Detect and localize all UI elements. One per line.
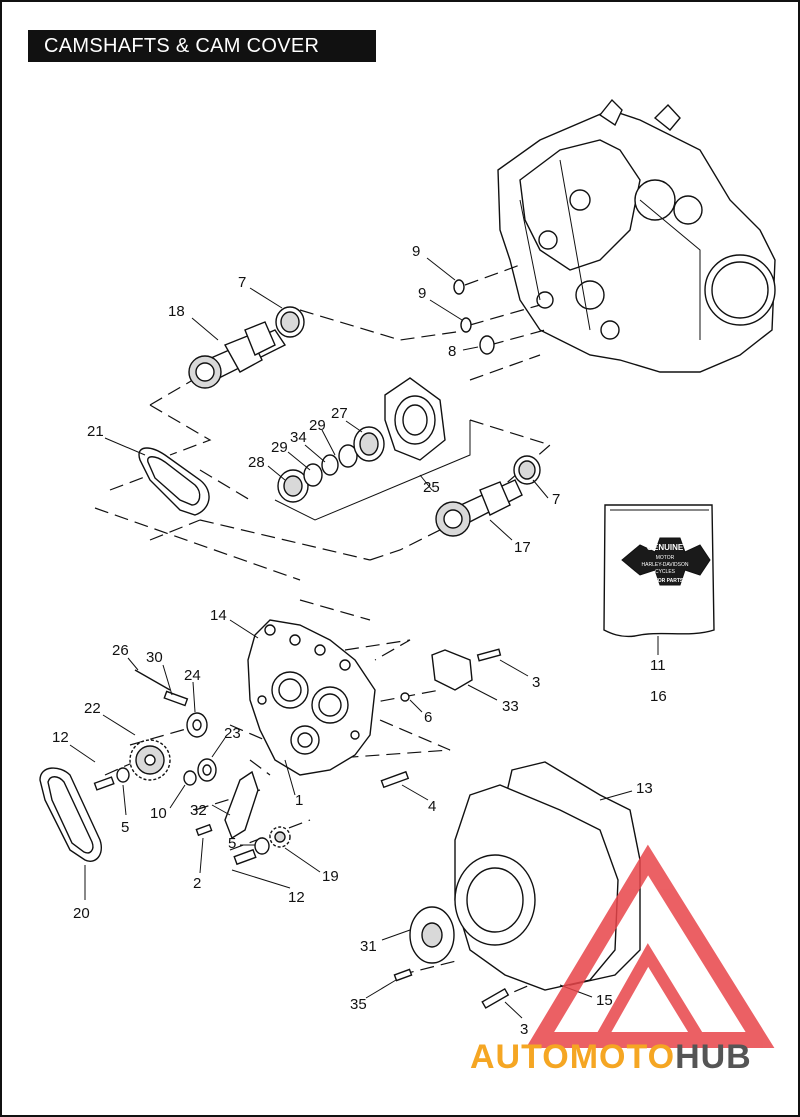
o-rings [453,279,495,355]
badge-cycles-text: CYCLES [655,569,676,575]
tensioner-pin [163,690,189,707]
callout-29a: 29 [309,417,326,434]
callout-9a: 9 [412,243,420,260]
callout-20: 20 [73,905,90,922]
callout-30: 30 [146,649,163,666]
callout-11: 11 [650,657,666,674]
callout-8: 8 [448,343,456,360]
callout-4: 4 [428,798,436,815]
callout-35: 35 [350,996,367,1013]
chain-tensioner-spring [134,669,171,691]
washer-23 [197,758,217,782]
callout-23: 23 [224,725,241,742]
callout-2: 2 [193,875,201,892]
washer-5b [254,837,270,855]
callout-3b: 3 [520,1021,528,1038]
needle-bearing-front [513,455,541,485]
o-ring-9b [460,317,472,333]
cam-cover-13 [454,784,619,991]
callout-3a: 3 [532,674,540,691]
watermark-text: AUTOMOTOHUB [470,1038,752,1076]
callout-5a: 5 [121,819,129,836]
primary-cam-chain-20 [39,767,102,862]
badge-harley-text: HARLEY-DAVIDSON [642,562,689,568]
genuine-parts-box: GENUINE MOTOR HARLEY-DAVIDSON CYCLES MOT… [603,504,715,655]
callout-32: 32 [190,802,207,819]
callout-22: 22 [84,700,101,717]
plug-31 [409,906,455,964]
callout-12a: 12 [52,729,69,746]
callout-13: 13 [636,780,653,797]
crank-sprocket-22 [129,739,171,781]
badge-motor-text: MOTOR [656,555,675,561]
callout-7a: 7 [238,274,246,291]
callout-labels: 9 9 8 7 18 21 27 29 34 29 28 25 7 17 11 … [52,243,667,1038]
callout-21: 21 [87,423,104,440]
callout-29b: 29 [271,439,288,456]
chain-guide-33 [431,649,473,691]
genuine-parts-badge: GENUINE MOTOR HARLEY-DAVIDSON CYCLES MOT… [621,537,711,586]
o-ring-8 [479,335,495,355]
front-camshaft [435,479,523,537]
callout-18: 18 [168,303,185,320]
callout-1: 1 [295,792,303,809]
crankcase-illustration [497,98,776,373]
watermark-logo [525,844,775,1048]
callout-25: 25 [423,479,440,496]
screw-2 [195,823,213,837]
bolt-4 [380,770,410,789]
bolt-3-bottom [481,987,510,1009]
callout-28: 28 [248,454,265,471]
callout-9b: 9 [418,285,426,302]
cam-sprocket-19 [269,826,291,848]
callout-15: 15 [596,992,613,1009]
callout-17: 17 [514,539,531,556]
callout-5b: 5 [228,835,236,852]
callout-16: 16 [650,688,667,705]
washer-5a [116,767,130,783]
cam-support-plate [247,619,376,776]
svg-text:AUTOMOTOHUB: AUTOMOTOHUB [470,1038,752,1076]
bolt-12b [233,848,257,866]
watermark-part-2: HUB [675,1038,752,1076]
callout-33: 33 [502,698,519,715]
callout-26: 26 [112,642,129,659]
badge-motor-parts-text: MOTOR PARTS [647,578,684,584]
rear-camshaft [188,321,287,389]
callout-27: 27 [331,405,348,422]
callout-19: 19 [322,868,339,885]
retaining-ring-10 [183,770,197,786]
callout-34: 34 [290,429,307,446]
leader-lines [69,257,633,1019]
callout-7b: 7 [552,491,560,508]
callout-14: 14 [210,607,227,624]
callout-24: 24 [184,667,201,684]
screw-35 [393,968,413,982]
needle-bearing-top [275,306,305,338]
callout-10: 10 [150,805,167,822]
callout-31: 31 [360,938,377,955]
check-ball-6 [400,692,410,702]
watermark-part-1: AUTOMOTO [470,1038,675,1076]
o-ring-9a [453,279,465,295]
secondary-cam-chain [138,447,210,516]
bolt-3-top [476,648,502,662]
callout-12b: 12 [288,889,305,906]
washer-24 [186,712,208,738]
callout-6: 6 [424,709,432,726]
tensioner-shoe-32 [224,770,259,840]
bearing-stack [274,377,471,521]
badge-genuine-text: GENUINE [647,543,684,552]
bolt-12a [93,776,115,791]
page-title: CAMSHAFTS & CAM COVER [28,30,376,62]
